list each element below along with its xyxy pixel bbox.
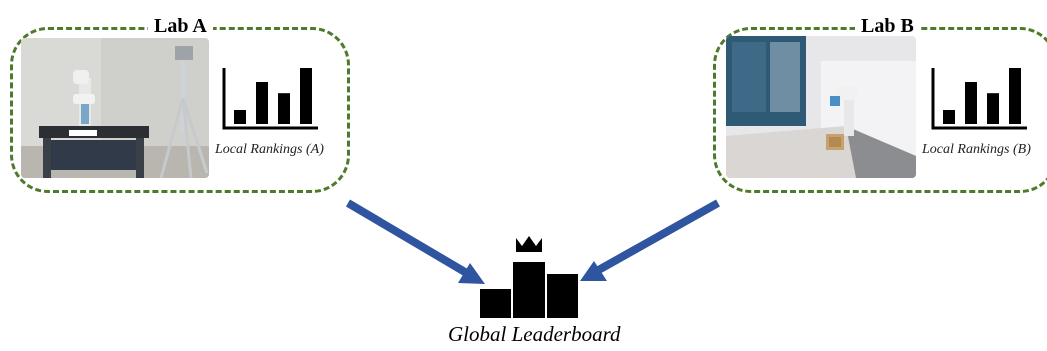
arrowhead-lab-a <box>458 263 485 284</box>
lab-b-photo <box>726 36 916 178</box>
podium-with-crown-icon <box>480 236 578 318</box>
lab-b-ranking-chart <box>931 68 1027 130</box>
lab-a-photo <box>21 38 209 178</box>
lab-a-ranking-label: Local Rankings (A) <box>215 142 324 157</box>
podium-second-place <box>480 289 511 318</box>
lab-a-ranking-chart <box>222 68 318 130</box>
crown-icon <box>516 236 542 252</box>
global-leaderboard-label: Global Leaderboard <box>448 322 621 346</box>
lab-b-ranking-axis <box>931 68 1027 130</box>
lab-b-ranking-bar-1 <box>943 110 955 124</box>
lab-b-title: Lab B <box>855 16 920 36</box>
arrow-lab-a-to-leaderboard <box>345 199 473 279</box>
lab-b-ranking-bar-4 <box>1009 68 1021 124</box>
lab-a-ranking-bar-3 <box>278 93 290 124</box>
lab-a-title: Lab A <box>148 16 213 36</box>
podium-third-place <box>547 274 578 318</box>
lab-b-ranking-bar-3 <box>987 93 999 124</box>
lab-a-ranking-bar-1 <box>234 110 246 124</box>
arrowhead-lab-b <box>580 261 607 281</box>
lab-a-ranking-bar-4 <box>300 68 312 124</box>
lab-a-ranking-bar-2 <box>256 82 268 124</box>
lab-b-ranking-label: Local Rankings (B) <box>922 142 1031 157</box>
arrow-lab-b-to-leaderboard <box>593 199 720 276</box>
lab-a-ranking-axis <box>222 68 318 130</box>
podium-first-place <box>513 262 545 318</box>
lab-b-ranking-bar-2 <box>965 82 977 124</box>
